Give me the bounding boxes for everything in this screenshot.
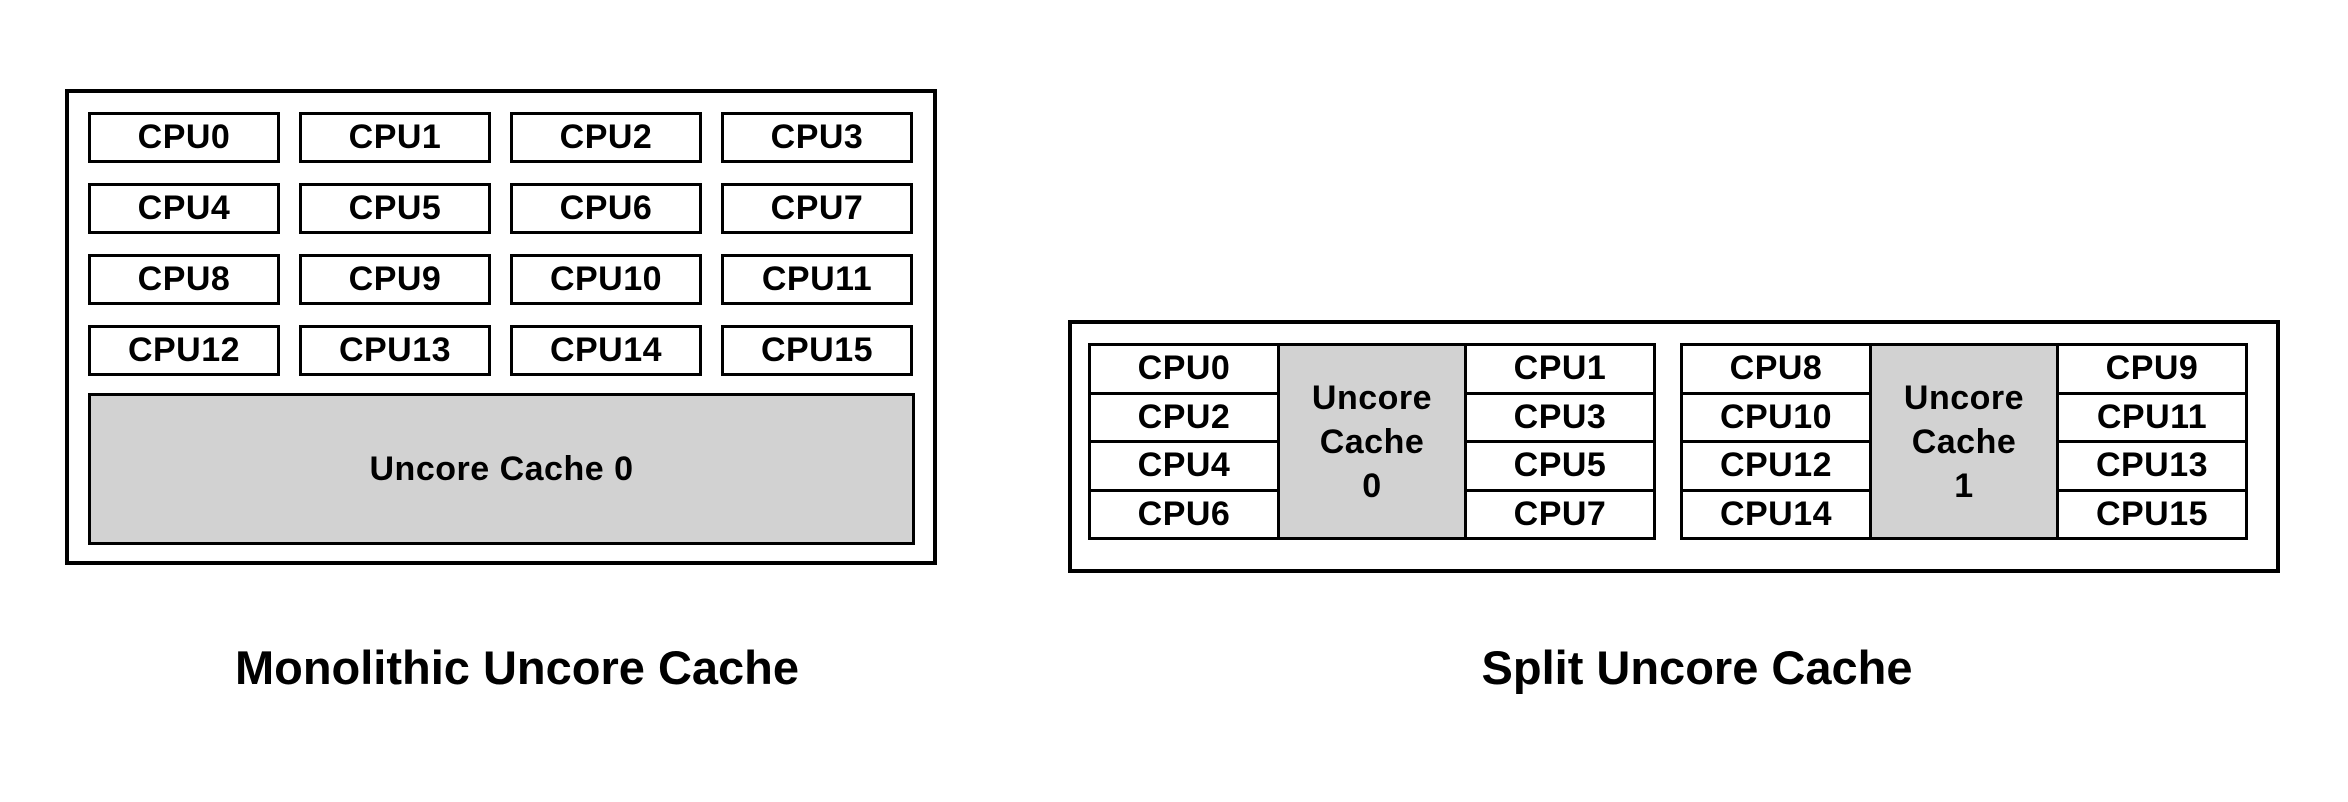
monolithic-caption: Monolithic Uncore Cache: [234, 641, 800, 694]
uncore-cache-0-label: Uncore Cache 0: [369, 449, 634, 488]
cpu-box-cpu3: CPU3: [721, 112, 913, 163]
cpu-cell-cpu4: CPU4: [1091, 443, 1277, 492]
cpu-box-cpu4: CPU4: [88, 183, 280, 234]
cpu-cell-cpu14: CPU14: [1719, 494, 1833, 533]
cpu-box-cpu11: CPU11: [721, 254, 913, 305]
cpu-box-cpu8: CPU8: [88, 254, 280, 305]
cpu-box-cpu6: CPU6: [510, 183, 702, 234]
cpu-box-cpu0: CPU0: [88, 112, 280, 163]
cpu-cell-cpu11: CPU11: [2059, 395, 2245, 443]
cpu-box-cpu15: CPU15: [721, 325, 913, 376]
cpu-box-cpu10: CPU10: [510, 254, 702, 305]
cpu-cell-cpu13: CPU13: [2059, 443, 2245, 492]
split-caption: Split Uncore Cache: [1481, 641, 1913, 694]
uncore-cache-0-box: Uncore Cache 0: [88, 393, 915, 545]
cpu-cell-cpu1: CPU1: [1467, 346, 1653, 395]
uncore-cache-label-line: 1: [1954, 466, 1974, 505]
uncore-cache-label-line: Uncore: [1903, 378, 2025, 417]
cpu-box-cpu14: CPU14: [510, 325, 702, 376]
uncore-cache-label-line: Uncore: [1311, 378, 1433, 417]
cpu-cell-cpu3: CPU3: [1467, 395, 1653, 443]
cpu-cell-cpu5: CPU5: [1467, 443, 1653, 492]
cpu-cell-cpu6: CPU6: [1137, 494, 1231, 533]
cpu-box-cpu13: CPU13: [299, 325, 491, 376]
cpu-box-cpu2: CPU2: [510, 112, 702, 163]
cpu-cell-cpu9: CPU9: [2059, 346, 2245, 395]
cpu-cell-cpu2: CPU2: [1091, 395, 1277, 443]
cpu-cell-cpu8: CPU8: [1683, 346, 1869, 395]
cpu-box-cpu9: CPU9: [299, 254, 491, 305]
cpu-box-cpu7: CPU7: [721, 183, 913, 234]
cpu-box-cpu1: CPU1: [299, 112, 491, 163]
cpu-cell-cpu7: CPU7: [1513, 494, 1607, 533]
uncore-cache-label-line: 0: [1362, 466, 1382, 505]
cpu-cell-cpu12: CPU12: [1683, 443, 1869, 492]
cpu-cell-cpu0: CPU0: [1091, 346, 1277, 395]
uncore-cache-label-line: Cache: [1911, 422, 2017, 461]
cpu-cell-cpu10: CPU10: [1683, 395, 1869, 443]
cpu-box-cpu5: CPU5: [299, 183, 491, 234]
cpu-cell-cpu15: CPU15: [2095, 494, 2209, 533]
uncore-cache-label-line: Cache: [1319, 422, 1425, 461]
cpu-box-cpu12: CPU12: [88, 325, 280, 376]
